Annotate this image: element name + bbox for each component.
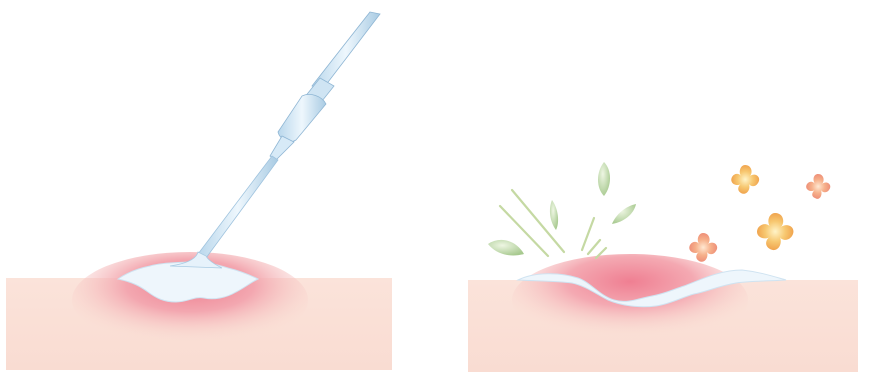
applicator-wand-icon: [170, 12, 380, 268]
leaf-icon: [488, 240, 524, 256]
flower-icon: [731, 165, 759, 194]
flower-icon: [806, 174, 830, 199]
left-panel: [6, 12, 392, 370]
right-panel: [468, 162, 858, 372]
leaf-icon: [598, 162, 610, 196]
right-skin-block: [468, 254, 858, 372]
flower-particles: [689, 165, 830, 262]
flower-icon: [689, 233, 717, 262]
leaf-particles: [488, 162, 636, 256]
leaf-icon: [612, 204, 636, 224]
flower-icon: [757, 213, 793, 250]
leaf-icon: [550, 200, 558, 230]
